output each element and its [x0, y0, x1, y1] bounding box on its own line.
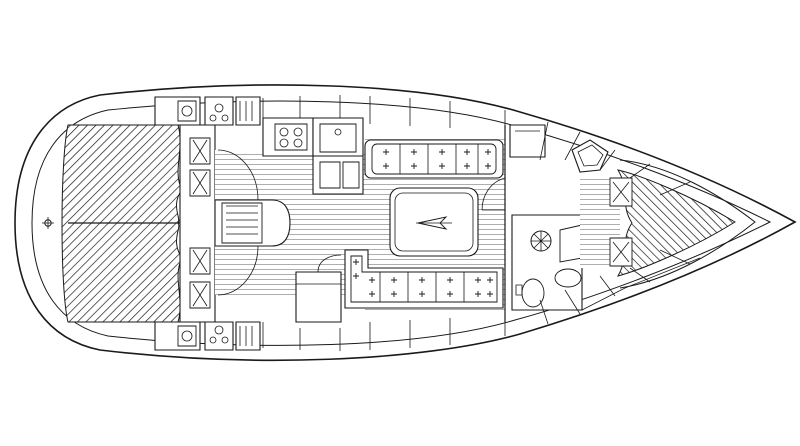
cushion-button-mark [411, 149, 417, 155]
compass-rose-icon [531, 231, 551, 251]
head-compartment [512, 215, 582, 310]
forward-bulkhead [482, 125, 505, 322]
cushion-button-mark [439, 149, 445, 155]
sink [320, 124, 356, 152]
cushion-button-mark [383, 163, 389, 169]
cushion-button-mark [391, 277, 397, 283]
cushion-buttons [353, 149, 493, 297]
aft-bottom-fixtures [155, 322, 260, 350]
cushion-button-mark [419, 277, 425, 283]
cushion-button-mark [485, 149, 491, 155]
saloon-settee-upper [365, 140, 503, 178]
stove [275, 124, 307, 150]
cushion-button-mark [391, 291, 397, 297]
saloon-floor [215, 135, 505, 310]
aft-lockers [180, 125, 215, 322]
cushion-button-mark [475, 291, 481, 297]
cushion-button-mark [369, 277, 375, 283]
cushion-button-mark [353, 259, 359, 265]
wash-basin [555, 269, 581, 287]
cushion-button-mark [487, 291, 493, 297]
nav-station [296, 255, 341, 322]
cushion-button-mark [411, 163, 417, 169]
hull-ribs [263, 95, 700, 351]
cushion-button-mark [447, 291, 453, 297]
forward-cabin [580, 160, 755, 288]
galley [263, 118, 363, 194]
forward-upper-lockers [510, 125, 608, 172]
cushion-button-mark [353, 273, 359, 279]
cushion-button-mark [447, 277, 453, 283]
saloon-settee-lower [345, 250, 503, 308]
shower-door [560, 225, 582, 262]
aft-top-fixtures [155, 97, 260, 125]
cushion-button-mark [487, 277, 493, 283]
cushion-button-mark [464, 149, 470, 155]
cushion-button-mark [439, 163, 445, 169]
cushion-button-mark [464, 163, 470, 169]
v-berth [618, 170, 735, 276]
cushion-button-mark [485, 163, 491, 169]
saloon-table [390, 188, 478, 256]
cushion-button-mark [475, 277, 481, 283]
cushion-button-mark [369, 291, 375, 297]
hull-fitting-icon [42, 217, 54, 229]
companionway-steps [215, 150, 290, 295]
cushion-button-mark [419, 291, 425, 297]
cushion-button-mark [383, 149, 389, 155]
